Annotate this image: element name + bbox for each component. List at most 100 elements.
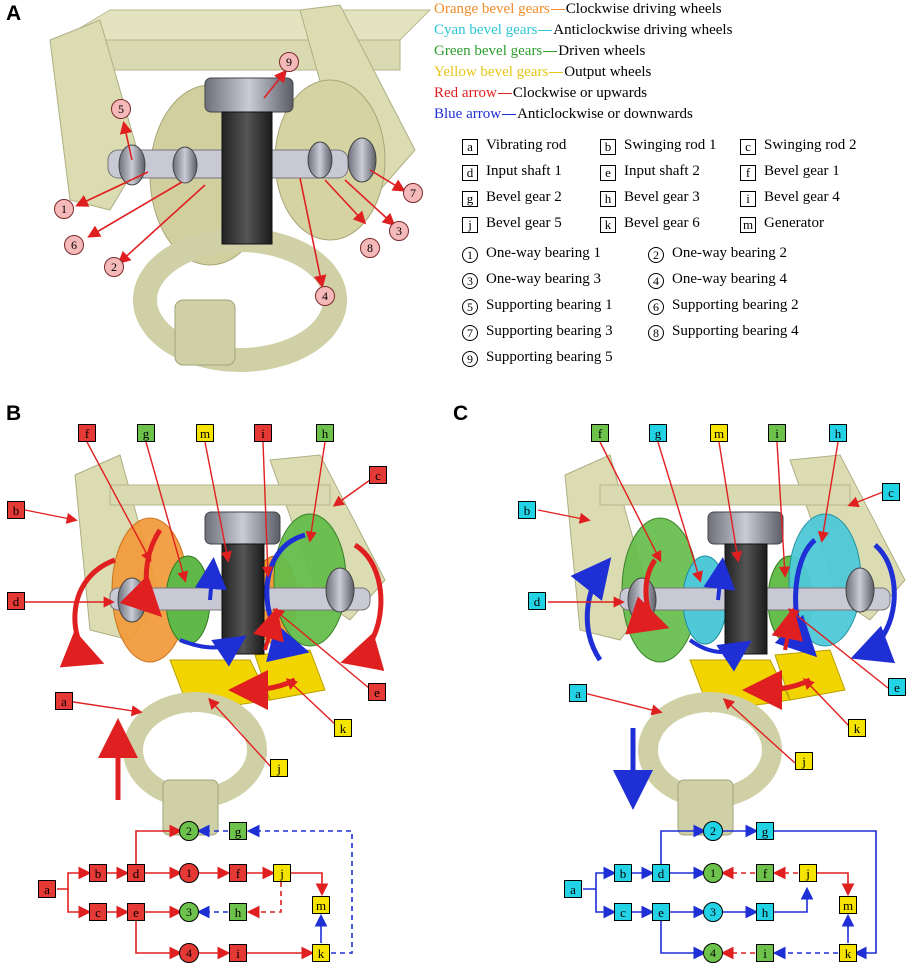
flow-c-4: 4 <box>703 943 723 963</box>
tag-b-i: i <box>254 424 272 442</box>
flow-b-2: 2 <box>179 821 199 841</box>
flow-c-a: a <box>564 880 582 898</box>
flow-b-e: e <box>127 903 145 921</box>
legend-cyan-desc: Anticlockwise driving wheels <box>553 22 733 38</box>
tag-c-f: f <box>591 424 609 442</box>
flow-b-i: i <box>229 944 247 962</box>
callout-a-5: 5 <box>111 99 131 119</box>
flow-b-4: 4 <box>179 943 199 963</box>
flow-c-j: j <box>799 864 817 882</box>
legend-blue: Blue arrow Anticlockwise or downwards <box>434 105 693 123</box>
flow-lines-c <box>583 824 877 960</box>
flow-b-a: a <box>38 880 56 898</box>
leaders-b <box>24 441 371 769</box>
tag-c-h: h <box>829 424 847 442</box>
legend-red: Red arrow Clockwise or upwards <box>434 84 647 102</box>
legend-red-desc: Clockwise or upwards <box>512 85 648 101</box>
tag-c-d: d <box>528 592 546 610</box>
tag-b-k: k <box>334 719 352 737</box>
legend-yellow: Yellow bevel gears Output wheels <box>434 63 651 81</box>
tag-c-g: g <box>649 424 667 442</box>
flow-lines-b <box>57 824 353 960</box>
tag-b-b: b <box>7 501 25 519</box>
callout-a-1: 1 <box>54 199 74 219</box>
flow-c-m: m <box>839 896 857 914</box>
flow-c-2: 2 <box>703 821 723 841</box>
callout-a-9: 9 <box>279 52 299 72</box>
callout-a-8: 8 <box>360 238 380 258</box>
legend-cyan-name: Cyan bevel gears <box>434 22 538 38</box>
tag-b-h: h <box>316 424 334 442</box>
assembly-c <box>564 454 906 836</box>
tag-b-d: d <box>7 592 25 610</box>
callout-a-6: 6 <box>64 235 84 255</box>
tag-c-e: e <box>888 678 906 696</box>
legend-blue-name: Blue arrow <box>434 106 502 122</box>
flow-c-3: 3 <box>703 902 723 922</box>
legend-red-name: Red arrow <box>434 85 497 101</box>
tag-c-m: m <box>710 424 728 442</box>
flow-c-i: i <box>756 944 774 962</box>
flow-c-c: c <box>614 903 632 921</box>
legend-yellow-desc: Output wheels <box>564 64 652 80</box>
tag-c-a: a <box>569 684 587 702</box>
flow-c-b: b <box>614 864 632 882</box>
callout-a-7: 7 <box>403 183 423 203</box>
flow-b-f: f <box>229 864 247 882</box>
callout-a-2: 2 <box>104 257 124 277</box>
legend-blue-desc: Anticlockwise or downwards <box>517 106 693 122</box>
legend-yellow-name: Yellow bevel gears <box>434 64 549 80</box>
flow-c-k: k <box>839 944 857 962</box>
assembly-a <box>49 4 432 372</box>
callout-a-3: 3 <box>389 221 409 241</box>
flow-b-1: 1 <box>179 863 199 883</box>
legend-orange: Orange bevel gears Clockwise driving whee… <box>434 0 722 18</box>
tag-b-f: f <box>78 424 96 442</box>
tag-b-g: g <box>137 424 155 442</box>
flow-b-d: d <box>127 864 145 882</box>
callout-a-4: 4 <box>315 286 335 306</box>
tag-b-m: m <box>196 424 214 442</box>
leaders-c <box>537 441 889 764</box>
panel-letter-b: B <box>6 402 22 425</box>
flow-b-j: j <box>273 864 291 882</box>
flow-b-3: 3 <box>179 902 199 922</box>
tag-b-j: j <box>270 759 288 777</box>
leaders-a <box>75 69 406 289</box>
flow-c-1: 1 <box>703 863 723 883</box>
legend-orange-name: Orange bevel gears <box>434 1 550 17</box>
tag-c-k: k <box>848 719 866 737</box>
legend-green-desc: Driven wheels <box>558 43 646 59</box>
legend-orange-desc: Clockwise driving wheels <box>565 1 722 17</box>
flow-c-h: h <box>756 903 774 921</box>
motion-arrows-c <box>570 538 897 810</box>
flow-c-g: g <box>756 822 774 840</box>
flow-b-b: b <box>89 864 107 882</box>
tag-c-c: c <box>882 483 900 501</box>
flow-b-g: g <box>229 822 247 840</box>
legend-cyan: Cyan bevel gears Anticlockwise driving wh… <box>434 21 732 39</box>
flow-b-c: c <box>89 903 107 921</box>
tag-c-b: b <box>518 501 536 519</box>
flow-b-m: m <box>312 896 330 914</box>
flow-c-d: d <box>652 864 670 882</box>
panel-letter-a: A <box>6 2 22 25</box>
